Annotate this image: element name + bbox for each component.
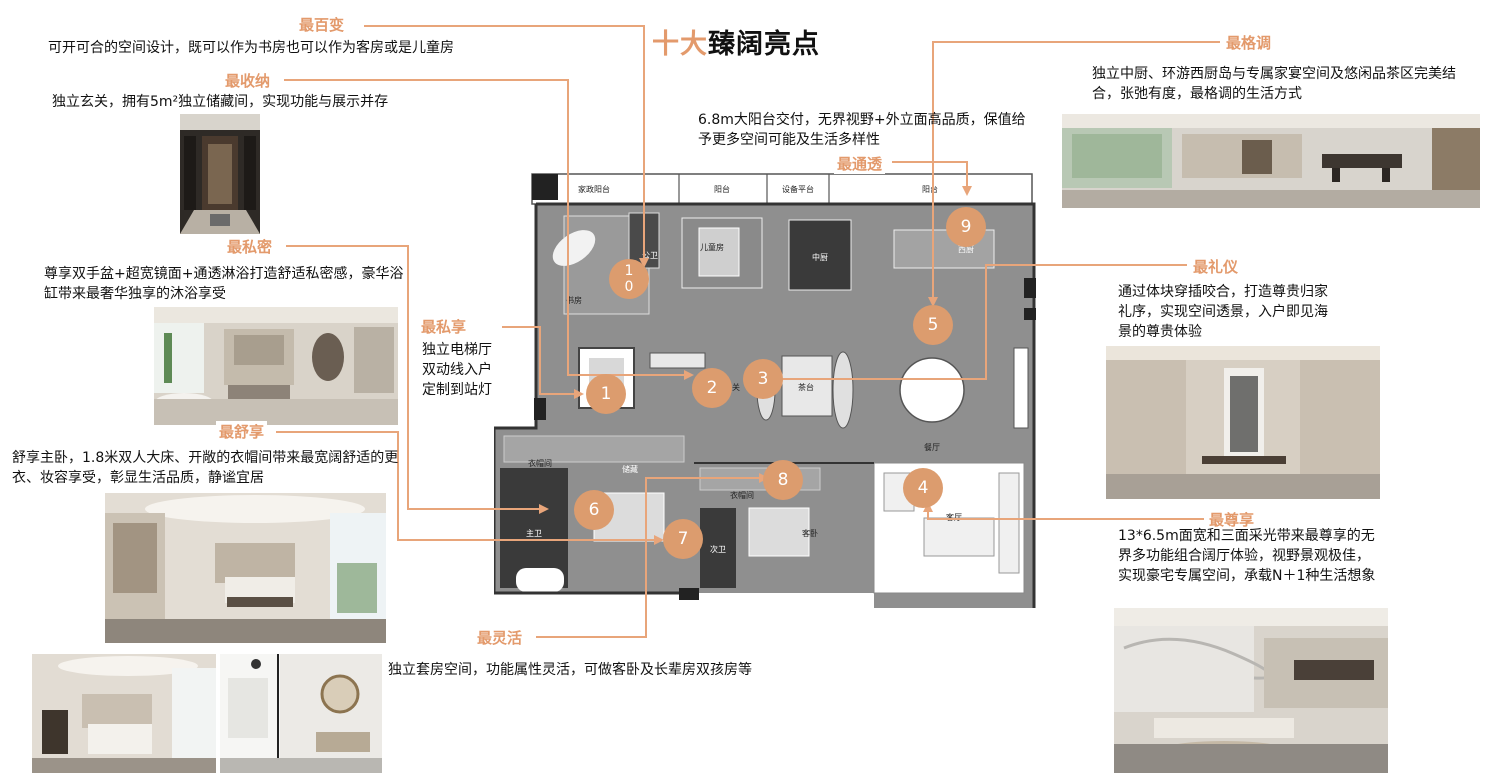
- marker-3[interactable]: 3: [743, 359, 783, 399]
- photo-foyer-storage: [180, 114, 260, 234]
- marker-9[interactable]: 9: [946, 207, 986, 247]
- text-zui-getiao: 独立中厨、环游西厨岛与专属家宴空间及悠闲品茶区完美结合，张弛有度，最格调的生活方…: [1092, 66, 1456, 102]
- text-zui-tongtou: 6.8m大阳台交付，无界视野+外立面高品质，保值给予更多空间可能及生活多样性: [698, 112, 1026, 148]
- room-study: 书房: [566, 295, 582, 305]
- room-walkin-closet-1: 衣帽间: [528, 458, 552, 468]
- text-zui-liyi: 通过体块穿插咬合，打造尊贵归家礼序，实现空间透景，入户即见海景的尊贵体验: [1118, 284, 1328, 340]
- zui-sixiang-line-1: 独立电梯厅: [422, 342, 492, 358]
- title-zui-tongtou: 最通透: [834, 153, 886, 174]
- zui-sixiang-line-2: 双动线入户: [422, 362, 492, 378]
- photo-master-bath: [154, 307, 398, 425]
- marker-2[interactable]: 2: [692, 368, 732, 408]
- text-zui-sixiang: 独立电梯厅 双动线入户 定制到站灯: [422, 340, 522, 400]
- photo-living-hall: [1114, 608, 1388, 773]
- marker-6[interactable]: 6: [574, 490, 614, 530]
- room-balcony: 阳台: [714, 184, 730, 194]
- text-zui-shouna: 独立玄关，拥有5m²独立储藏间，实现功能与展示并存: [52, 94, 389, 110]
- title-zui-simi: 最私密: [224, 236, 276, 257]
- room-second-bath: 次卫: [710, 544, 726, 554]
- text-zui-baibian: 可开可合的空间设计，既可以作为书房也可以作为客房或是儿童房: [48, 40, 454, 56]
- marker-10-bottom: 0: [624, 279, 634, 295]
- room-living-hall: 客厅: [946, 512, 962, 522]
- title-zui-shouna: 最收纳: [222, 70, 274, 91]
- photo-guest-bedroom: [32, 654, 216, 773]
- text-zui-zunxiang: 13*6.5m面宽和三面采光带来最尊享的无界多功能组合阔厅体验，视野景观极佳，实…: [1118, 528, 1376, 584]
- room-foyer: 关: [732, 382, 740, 392]
- marker-10-top: 1: [624, 263, 634, 279]
- text-zui-shuxiang: 舒享主卧，1.8米双人大床、开敞的衣帽间带来最宽阔舒适的更衣、妆容享受，彰显生活…: [12, 450, 399, 486]
- room-storage: 储藏: [622, 464, 638, 474]
- marker-4[interactable]: 4: [903, 468, 943, 508]
- marker-10[interactable]: 1 0: [609, 259, 649, 299]
- room-tea: 茶台: [798, 382, 814, 392]
- page-title: 十大臻阔亮点: [652, 22, 820, 61]
- marker-5[interactable]: 5: [913, 305, 953, 345]
- text-zui-simi: 尊享双手盆+超宽镜面+通透淋浴打造舒适私密感，豪华浴缸带来最奢华独享的沐浴享受: [44, 266, 404, 302]
- title-zui-baibian: 最百变: [296, 14, 348, 35]
- title-zui-linghuo: 最灵活: [474, 627, 526, 648]
- marker-1[interactable]: 1: [586, 374, 626, 414]
- title-zui-zunxiang: 最尊享: [1206, 509, 1258, 530]
- room-family-balcony: 家政阳台: [578, 184, 610, 194]
- marker-7[interactable]: 7: [663, 519, 703, 559]
- text-zui-linghuo: 独立套房空间，功能属性灵活，可做客卧及长辈房双孩房等: [388, 662, 752, 678]
- title-zui-liyi: 最礼仪: [1190, 256, 1242, 277]
- page-title-main: 臻阔亮点: [708, 29, 820, 60]
- photo-entry-foyer: [1106, 346, 1380, 499]
- page-title-accent: 十大: [652, 29, 708, 60]
- room-equipment-platform: 设备平台: [782, 184, 814, 194]
- photo-guest-bath: [220, 654, 382, 773]
- photo-kitchen-dining: [1062, 114, 1480, 208]
- room-kids: 儿童房: [700, 242, 724, 252]
- room-dining: 餐厅: [924, 443, 940, 452]
- title-zui-getiao: 最格调: [1223, 32, 1275, 53]
- room-guest-bedroom: 客卧: [802, 528, 818, 538]
- room-public-bath: 公卫: [642, 251, 658, 260]
- room-walkin-closet-2: 衣帽间: [730, 490, 754, 500]
- room-balcony-right: 阳台: [922, 184, 938, 194]
- title-zui-sixiang: 最私享: [418, 316, 470, 337]
- zui-sixiang-line-3: 定制到站灯: [422, 382, 492, 398]
- room-chinese-kitchen: 中厨: [812, 252, 828, 262]
- photo-master-bedroom: [105, 493, 386, 643]
- marker-8[interactable]: 8: [763, 460, 803, 500]
- room-master-bath: 主卫: [526, 528, 542, 538]
- title-zui-shuxiang: 最舒享: [216, 421, 268, 442]
